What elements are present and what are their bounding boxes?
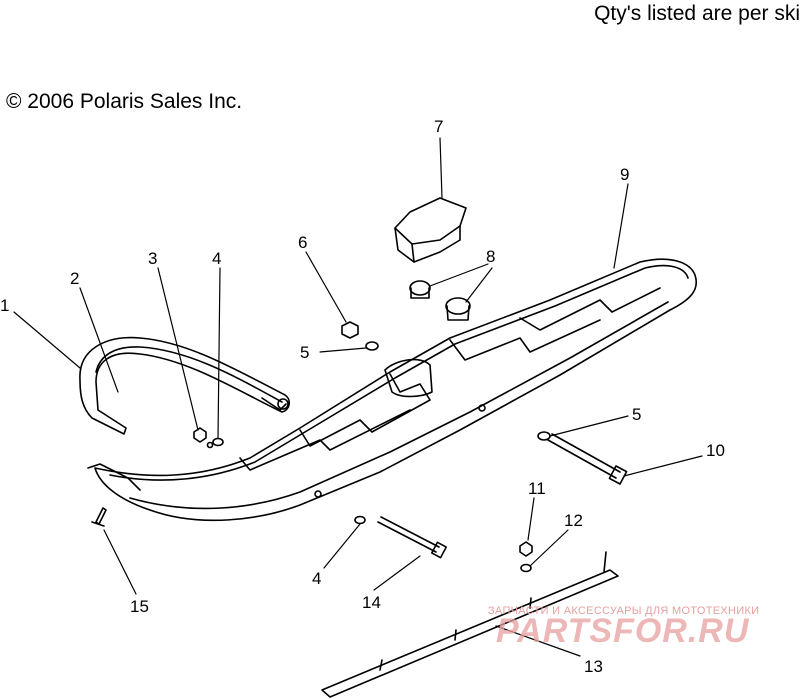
bolt-14-head: [430, 541, 448, 559]
leader-5a: [319, 347, 367, 353]
callout-5a: 5: [300, 343, 309, 362]
callout-8: 8: [486, 247, 495, 266]
callout-3: 3: [148, 249, 157, 268]
bolt-14: [377, 516, 440, 553]
bolt-8b-head: [445, 297, 471, 315]
washer-4a: [212, 437, 224, 447]
ski-body-lower-edge: [129, 301, 669, 510]
callout-14: 14: [362, 593, 381, 612]
ski-bolt-hole-3: [206, 441, 214, 449]
leader-14: [373, 555, 421, 591]
callout-15: 15: [130, 597, 149, 616]
leader-11: [527, 497, 535, 541]
ski-rib-3: [389, 373, 431, 401]
ski-rib-5: [519, 287, 661, 331]
leader-2: [79, 287, 119, 393]
leader-7: [439, 137, 443, 199]
bolt-8a-head: [409, 280, 431, 296]
callout-11: 11: [528, 479, 546, 498]
spindle-bolt: [547, 433, 621, 479]
leader-9: [613, 183, 629, 269]
washer-12: [520, 563, 532, 573]
ski-spindle-boss: [384, 358, 433, 398]
washer-4b: [354, 515, 366, 525]
nut-11: [519, 541, 533, 557]
ski-handle-tip: [277, 398, 289, 410]
leader-1: [13, 311, 81, 369]
callout-13: 13: [584, 657, 603, 676]
watermark-logo: PARTSFOR.RU: [496, 612, 750, 650]
leader-3: [157, 267, 199, 431]
callout-9: 9: [620, 165, 629, 184]
leader-15: [103, 529, 137, 595]
leader-12: [529, 529, 569, 567]
callout-6: 6: [298, 233, 307, 252]
wear-bar-stud-3: [529, 597, 532, 609]
callout-12: 12: [564, 511, 583, 530]
wear-bar-stud-2: [454, 629, 457, 641]
cap-front: [394, 225, 461, 263]
qty-note: Qty's listed are per ski: [594, 2, 800, 25]
spindle-bolt-head: [608, 465, 628, 485]
wear-bar-stud-1: [379, 659, 383, 671]
ski-rib-4: [449, 319, 601, 361]
cap-edge: [411, 243, 415, 263]
callout-5b: 5: [632, 405, 641, 424]
copyright-notice: © 2006 Polaris Sales Inc.: [6, 90, 243, 113]
ski-handle: [79, 336, 291, 435]
ski-handle-inner: [95, 346, 283, 403]
callout-4b: 4: [312, 569, 321, 588]
leader-4b: [323, 523, 361, 569]
leader-13: [495, 625, 581, 657]
ski-bolt-hole-2: [314, 490, 322, 498]
wear-bar: [321, 569, 619, 698]
callout-10: 10: [706, 441, 725, 460]
ski-body-upper-edge: [109, 264, 689, 481]
wear-bar-stud-4: [603, 551, 607, 573]
washer-5a: [365, 341, 379, 351]
nut-6: [341, 321, 359, 339]
callout-4a: 4: [212, 249, 221, 268]
leader-8b: [465, 267, 493, 303]
leader-8a: [429, 263, 489, 287]
nut-3: [193, 427, 207, 443]
bolt-8b-shank: [446, 305, 470, 321]
ski-tip-runner: [87, 463, 141, 491]
washer-5b: [537, 431, 551, 441]
ski-body: [94, 258, 697, 522]
leader-6: [305, 251, 347, 323]
ski-handle-end: [261, 397, 287, 411]
bolt-8a-shank: [410, 287, 430, 299]
leader-5b: [549, 415, 629, 437]
callout-1: 1: [0, 296, 9, 315]
cap-top: [394, 197, 467, 245]
callout-7: 7: [434, 117, 443, 136]
leader-10: [623, 455, 703, 477]
ski-rib-1: [239, 409, 411, 471]
ski-rib-2: [299, 399, 431, 447]
screw-15: [95, 507, 107, 525]
screw-15-head: [91, 521, 105, 527]
leader-4a: [217, 267, 221, 439]
ski-bolt-hole-1: [478, 404, 486, 412]
watermark-tagline: ЗАПЧАСТИ И АКСЕССУАРЫ ДЛЯ МОТОТЕХНИКИ: [488, 605, 760, 617]
callout-2: 2: [70, 269, 79, 288]
